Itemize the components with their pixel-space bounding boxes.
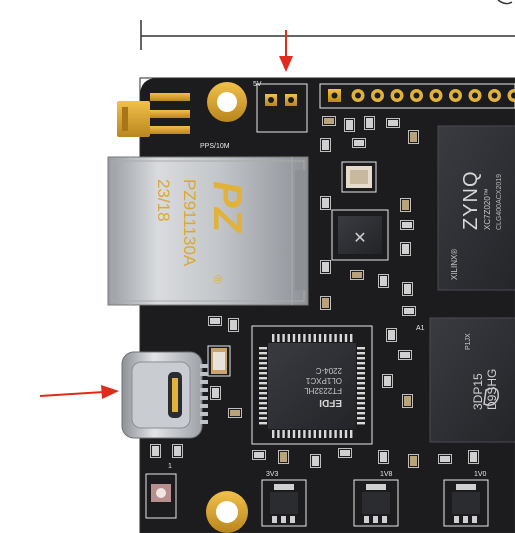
- crystal: [207, 345, 231, 377]
- 5v-pads: 5V: [253, 81, 308, 133]
- jack-registered: ®: [211, 275, 225, 284]
- ram-line1: P1JX: [465, 333, 472, 350]
- ram-chip: A1 P1JX 3DP15 D9SHG: [416, 317, 515, 443]
- status-led: 1: [145, 463, 177, 519]
- silk-a1: A1: [416, 325, 425, 332]
- fpga-part: XC7Z020™: [483, 188, 492, 230]
- silk-5v: 5V: [253, 81, 262, 88]
- fpga-chip: XILINX® ZYNQ XC7Z020™ CLG400ACX2019: [437, 125, 515, 291]
- red-arrow-top: [279, 30, 293, 72]
- usb-chip-brand: EFDI: [319, 397, 342, 408]
- silk-pps: PPS/10M: [200, 143, 230, 150]
- red-arrow-left: [39, 385, 119, 399]
- usb-c-connector: [121, 351, 208, 439]
- usb-chip-lot1: 2204-C: [316, 366, 342, 375]
- passive-components: [150, 116, 479, 468]
- jack-model: PZ911130A: [180, 179, 199, 267]
- header-pins: [319, 83, 515, 109]
- sma-connector: PPS/10M: [117, 93, 230, 150]
- ram-line3: D9SHG: [485, 369, 499, 410]
- usb-controller-chip: EFDI FT2232HL OL1PXC1 2204-C: [251, 325, 373, 445]
- mounting-hole-bottom: [206, 491, 248, 533]
- ram-line2: 3DP15: [471, 373, 485, 410]
- crystal-top: [341, 161, 377, 193]
- fpga-brand: ZYNQ: [460, 170, 482, 230]
- fpga-vendor: XILINX®: [450, 249, 459, 280]
- power-regulators: 3V3 1V8 1V0: [261, 471, 489, 527]
- svg-text:✕: ✕: [353, 230, 366, 247]
- jack-logo: PZ: [205, 181, 249, 234]
- ethernet-jack: PZ ® PZ911130A 23/18: [107, 156, 309, 306]
- silk-one: 1: [168, 463, 172, 470]
- mounting-hole-top: [207, 82, 247, 122]
- jack-date: 23/18: [154, 179, 173, 222]
- silk-1v8: 1V8: [380, 471, 393, 478]
- silk-1v0: 1V0: [474, 471, 487, 478]
- usb-chip-part: FT2232HL: [304, 386, 342, 395]
- phy-chip: ✕: [331, 209, 389, 261]
- silk-3v3: 3V3: [266, 471, 279, 478]
- dimension-line: [140, 0, 515, 50]
- usb-chip-lot2: OL1PXC1: [305, 376, 342, 385]
- fpga-code: CLG400ACX2019: [496, 174, 503, 230]
